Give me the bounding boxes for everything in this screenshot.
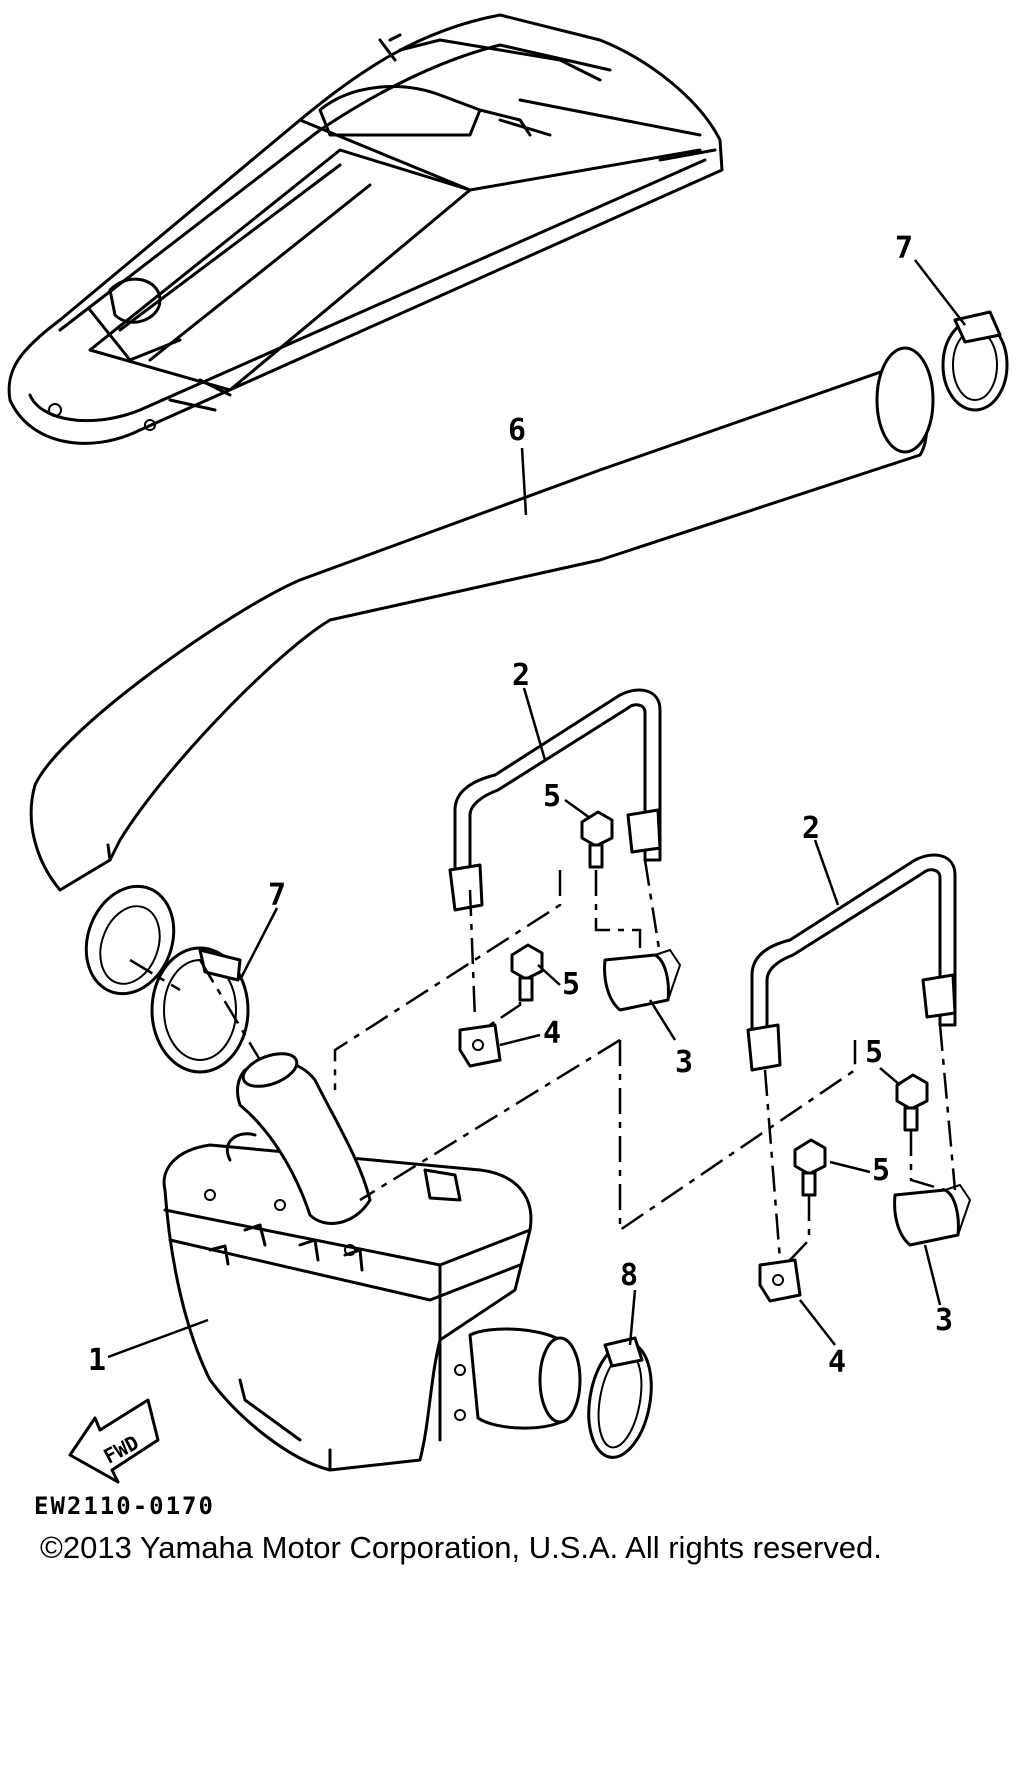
callout-5-d: 5	[872, 1153, 890, 1188]
bracket-left	[448, 688, 662, 912]
callout-3-left: 3	[675, 1045, 693, 1080]
clip-left	[458, 1023, 502, 1068]
forward-direction-arrow: FWD	[68, 1398, 160, 1484]
drawing-code: EW2110-0170	[34, 1492, 215, 1520]
callout-2-right: 2	[802, 811, 820, 846]
muffler	[162, 1052, 582, 1472]
copyright-notice: ©2013 Yamaha Motor Corporation, U.S.A. A…	[40, 1530, 882, 1565]
callout-6: 6	[508, 413, 526, 448]
assembly-lines	[129, 859, 957, 1261]
bolt-4	[793, 1138, 827, 1197]
hose-clamp-outlet	[587, 1336, 653, 1459]
bracket-right	[746, 853, 957, 1072]
clip-right	[758, 1258, 802, 1303]
callout-1: 1	[88, 1343, 106, 1378]
hose-clamp-upper	[941, 310, 1009, 412]
callout-5-b: 5	[562, 967, 580, 1002]
exhaust-hose	[29, 346, 935, 996]
callout-7-lower: 7	[268, 878, 286, 913]
callout-3-right: 3	[935, 1303, 953, 1338]
callout-8: 8	[620, 1258, 638, 1293]
leader-lines	[107, 259, 966, 1359]
damper-left	[603, 949, 681, 1012]
damper-right	[893, 1184, 971, 1247]
callout-2-left: 2	[512, 658, 530, 693]
callout-labels: 1 2 2 3 3 4 4 5 5 5 5 6 7 7 8	[88, 231, 953, 1380]
bolt-2	[510, 943, 544, 1002]
callout-7-upper: 7	[895, 231, 913, 266]
callout-4-right: 4	[828, 1345, 846, 1380]
hose-clamp-lower	[150, 946, 250, 1074]
callout-5-a: 5	[543, 779, 561, 814]
bolt-1	[580, 810, 614, 869]
callout-5-c: 5	[865, 1035, 883, 1070]
callout-4-left: 4	[543, 1016, 561, 1051]
bolt-3	[895, 1073, 929, 1132]
watercraft-hull-illustration	[7, 13, 724, 445]
